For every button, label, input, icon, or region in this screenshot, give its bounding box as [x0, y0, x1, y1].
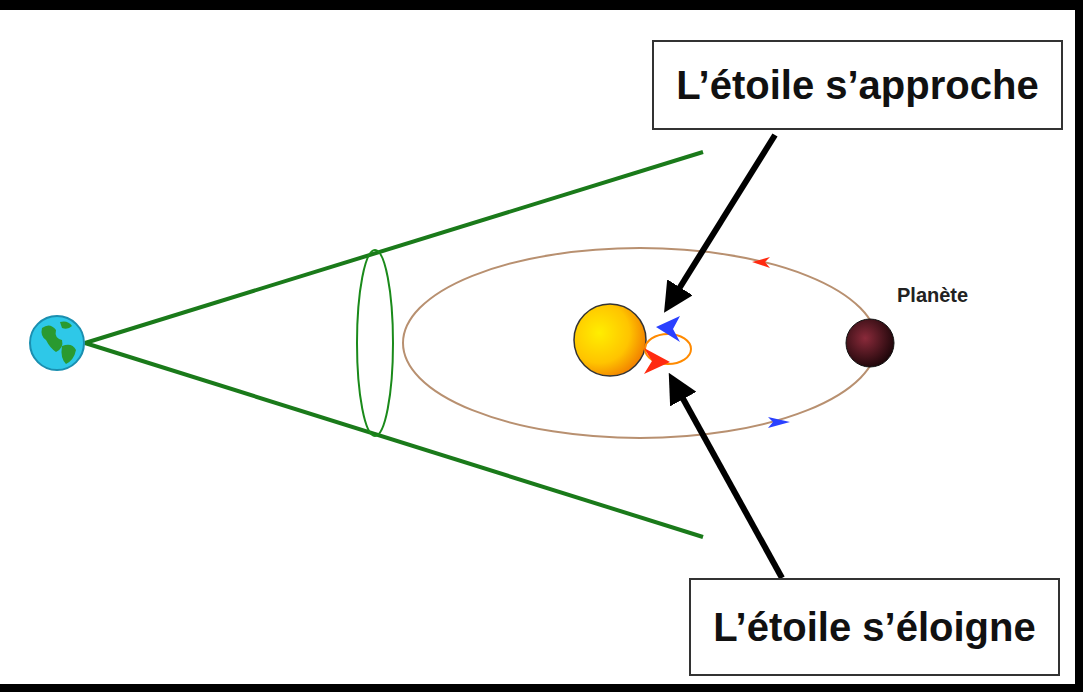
callout-text: L’étoile s’éloigne	[713, 605, 1035, 650]
orbit-arrow	[768, 417, 790, 428]
earth	[30, 316, 84, 370]
approach-arrow	[656, 316, 680, 342]
orbit-arrow	[752, 257, 770, 268]
white-ground	[0, 10, 1075, 684]
cone-section	[357, 250, 393, 436]
callout-text: L’étoile s’approche	[676, 63, 1038, 108]
callout-box: L’étoile s’éloigne	[689, 578, 1060, 676]
planet	[846, 319, 894, 367]
callout-box: L’étoile s’approche	[652, 40, 1063, 130]
planet-label: Planète	[897, 284, 968, 307]
leader-arrow	[676, 386, 782, 578]
star	[574, 304, 646, 376]
orbit	[403, 248, 877, 438]
recede-arrow	[644, 348, 670, 374]
leader-arrow	[672, 135, 775, 300]
